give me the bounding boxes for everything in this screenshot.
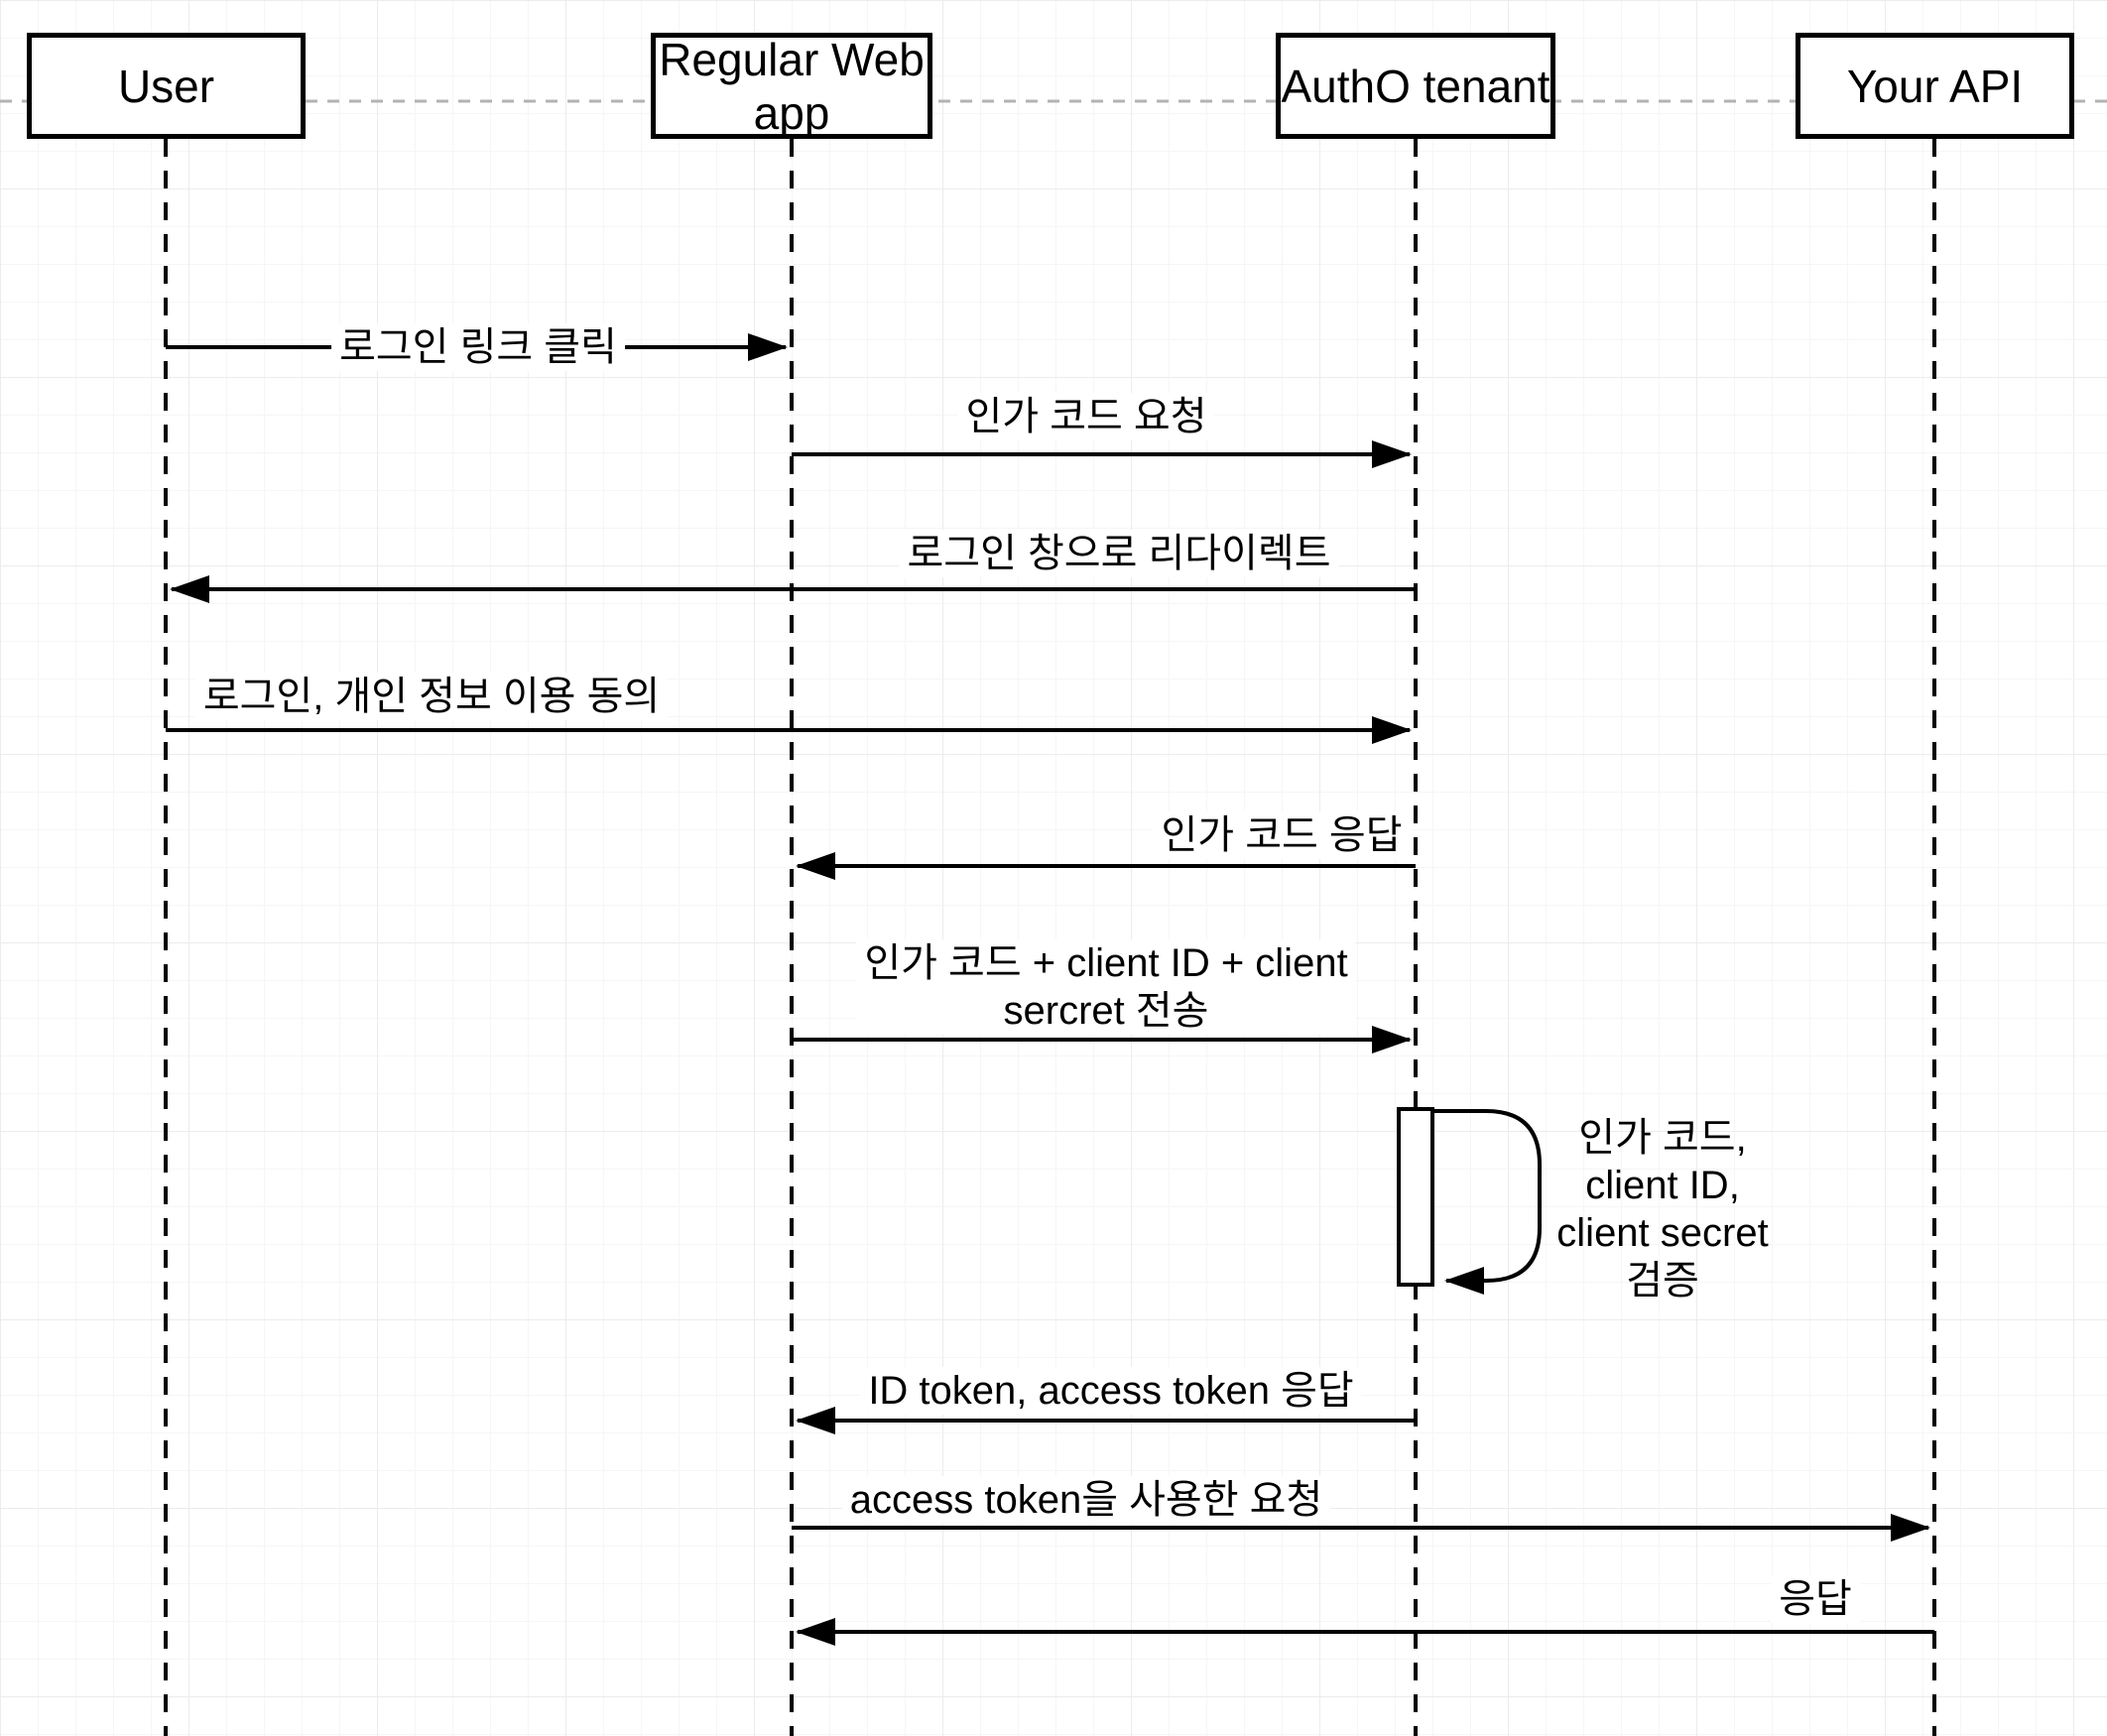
actor-regular-web-app: Regular Web app	[651, 33, 932, 139]
message-label-login-link-click: 로그인 링크 클릭	[331, 323, 625, 371]
actor-auth0-tenant: AuthO tenant	[1276, 33, 1555, 139]
message-label-api-response: 응답	[1771, 1575, 1860, 1623]
actor-user: User	[27, 33, 306, 139]
self-arrow-validate	[1432, 1109, 1542, 1295]
message-label-validate-line2: client ID,	[1585, 1164, 1740, 1207]
message-label-request-with-access-token: access token을 사용한 요청	[841, 1476, 1331, 1524]
actor-user-label: User	[117, 60, 215, 112]
message-label-login-consent: 로그인, 개인 정보 이용 동의	[194, 673, 669, 720]
actor-your-api-label: Your API	[1846, 60, 2024, 112]
message-label-auth-code-response: 인가 코드 응답	[1153, 811, 1411, 859]
message-label-send-code-line2: sercret 전송	[1003, 989, 1209, 1033]
actor-your-api: Your API	[1796, 33, 2074, 139]
actor-regular-web-app-label-line1: Regular Web	[659, 33, 925, 85]
message-label-tokens-response: ID token, access token 응답	[860, 1367, 1362, 1415]
message-label-validate-line3: client secret	[1556, 1211, 1769, 1255]
message-label-redirect-to-login: 로그인 창으로 리다이렉트	[899, 530, 1339, 577]
message-label-send-code-client-id-secret: 인가 코드 + client ID + client sercret 전송	[856, 939, 1356, 1035]
message-label-validate-line1: 인가 코드,	[1578, 1116, 1747, 1160]
message-label-send-code-line1: 인가 코드 + client ID + client	[864, 941, 1348, 985]
activation-bar-auth0-tenant	[1397, 1107, 1434, 1287]
message-label-auth-code-request: 인가 코드 요청	[957, 393, 1215, 440]
message-label-validate-line4: 검증	[1626, 1259, 1699, 1302]
actor-auth0-tenant-label: AuthO tenant	[1281, 60, 1550, 112]
actor-regular-web-app-label-line2: app	[753, 86, 830, 139]
message-label-validate: 인가 코드, client ID, client secret 검증	[1549, 1114, 1776, 1304]
